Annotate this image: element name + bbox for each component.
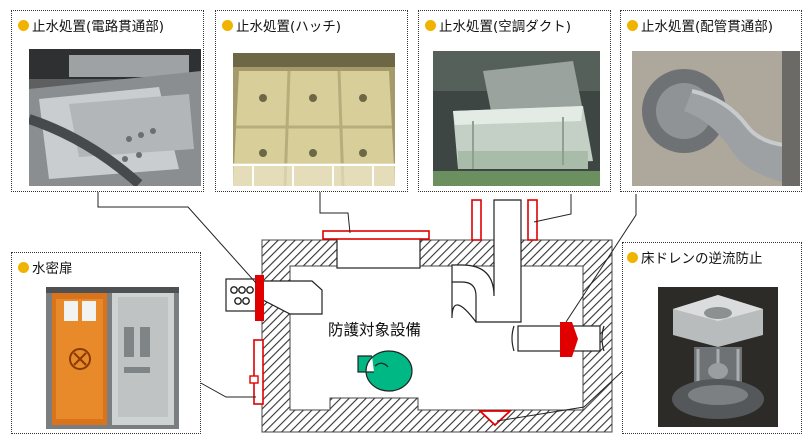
hatch-photo [233, 53, 395, 186]
protected-equipment-label: 防護対象設備 [328, 321, 422, 339]
callout-watertight-door: 水密扉 [11, 252, 201, 434]
door-handle [249, 375, 259, 384]
bullet-dot-icon [425, 19, 436, 31]
bullet-dot-icon [18, 19, 29, 31]
hatch-seal-plate [322, 230, 430, 240]
callout-title: 止水処置(空調ダクト) [439, 19, 572, 35]
connector-electrical [97, 190, 257, 284]
callout-title: 水密扉 [32, 261, 73, 277]
callout-title: 止水処置(電路貫通部) [32, 19, 165, 35]
connector-door [198, 381, 256, 398]
watertight-door-photo [46, 287, 179, 429]
floor-drain-photo [658, 287, 778, 427]
connector-hatch [319, 190, 351, 234]
hatch-opening [336, 237, 421, 269]
bullet-dot-icon [627, 251, 638, 263]
connector-pipe [565, 194, 637, 323]
electrical-seal [255, 275, 264, 321]
bullet-dot-icon [18, 261, 29, 273]
pump-equipment [357, 350, 413, 392]
callout-floor-drain: 床ドレンの逆流防止 [622, 242, 802, 434]
cable-tray-outside [225, 278, 257, 312]
callout-title: 止水処置(ハッチ) [236, 19, 342, 35]
electrical-penetration-photo [29, 49, 201, 186]
duct-seal-right [527, 199, 538, 241]
callout-electrical-penetration: 止水処置(電路貫通部) [11, 10, 204, 192]
connector-duct [533, 194, 572, 223]
callout-hatch: 止水処置(ハッチ) [215, 10, 408, 192]
bullet-dot-icon [222, 19, 233, 31]
callout-hvac-duct: 止水処置(空調ダクト) [418, 10, 611, 192]
bullet-dot-icon [627, 19, 638, 31]
pipe-penetration-photo [632, 51, 800, 186]
connector-drain [496, 366, 628, 422]
floor-drain-valve [477, 410, 513, 427]
callout-pipe-penetration: 止水処置(配管貫通部) [620, 10, 802, 192]
hvac-duct-photo [433, 51, 600, 186]
callout-title: 床ドレンの逆流防止 [641, 251, 763, 267]
door-frame-seal [253, 339, 264, 405]
pipe-body [517, 325, 601, 352]
hvac-duct [451, 199, 522, 323]
pipe-seal [560, 322, 578, 357]
duct-seal-left [471, 199, 482, 241]
callout-title: 止水処置(配管貫通部) [641, 19, 774, 35]
